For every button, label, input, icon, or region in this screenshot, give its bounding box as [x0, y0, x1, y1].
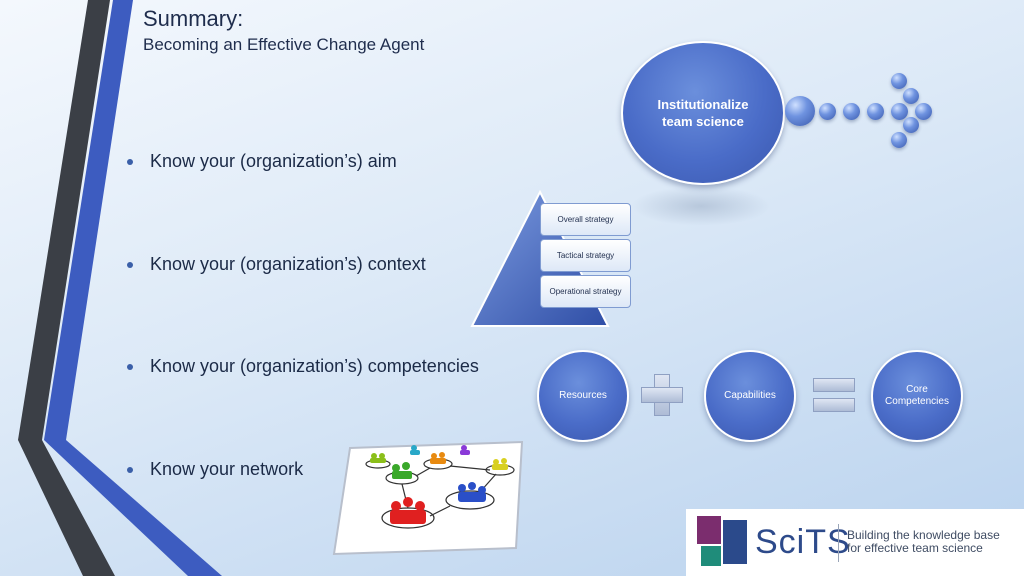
- logo-divider: [838, 524, 839, 562]
- core-competencies-circle: Core Competencies: [871, 350, 963, 442]
- network-people-icon: [332, 440, 524, 556]
- resources-circle: Resources: [537, 350, 629, 442]
- bullet-dot: [127, 363, 133, 370]
- scits-logo-icon: [697, 516, 747, 566]
- pyramid-level-tactical: Tactical strategy: [540, 239, 631, 272]
- bullet-competencies: Know your (organization’s) competencies: [127, 356, 479, 377]
- circle-reflection: [631, 186, 771, 226]
- core-label-line1: Core: [906, 384, 928, 395]
- pyramid-level-operational: Operational strategy: [540, 275, 631, 308]
- tagline-line2: for effective team science: [847, 541, 983, 555]
- resources-label: Resources: [559, 390, 607, 401]
- bullet-text: Know your (organization’s) competencies: [150, 356, 479, 376]
- tagline-line1: Building the knowledge base: [847, 528, 1000, 542]
- scits-tagline: Building the knowledge base for effectiv…: [847, 529, 1000, 555]
- bullet-network: Know your network: [127, 459, 303, 480]
- capabilities-label: Capabilities: [724, 390, 776, 401]
- aim-circle-line1: Institutionalize: [657, 97, 749, 112]
- bullet-text: Know your network: [150, 459, 304, 479]
- capabilities-circle: Capabilities: [704, 350, 796, 442]
- bullet-text: Know your (organization’s) context: [150, 254, 426, 274]
- core-label-line2: Competencies: [885, 396, 949, 407]
- bullet-dot: [127, 158, 133, 165]
- bullet-dot: [127, 261, 133, 268]
- bullet-aim: Know your (organization’s) aim: [127, 151, 397, 172]
- bullet-context: Know your (organization’s) context: [127, 254, 426, 275]
- bullet-dot: [127, 466, 133, 473]
- bullet-text: Know your (organization’s) aim: [150, 151, 397, 171]
- scits-logo-text: SciTS: [755, 523, 851, 561]
- page-title: Summary:: [143, 6, 244, 31]
- aim-circle-line2: team science: [662, 114, 744, 129]
- page-subtitle: Becoming an Effective Change Agent: [143, 35, 425, 54]
- aim-circle: Institutionalize team science: [621, 41, 785, 185]
- pyramid-level-overall: Overall strategy: [540, 203, 631, 236]
